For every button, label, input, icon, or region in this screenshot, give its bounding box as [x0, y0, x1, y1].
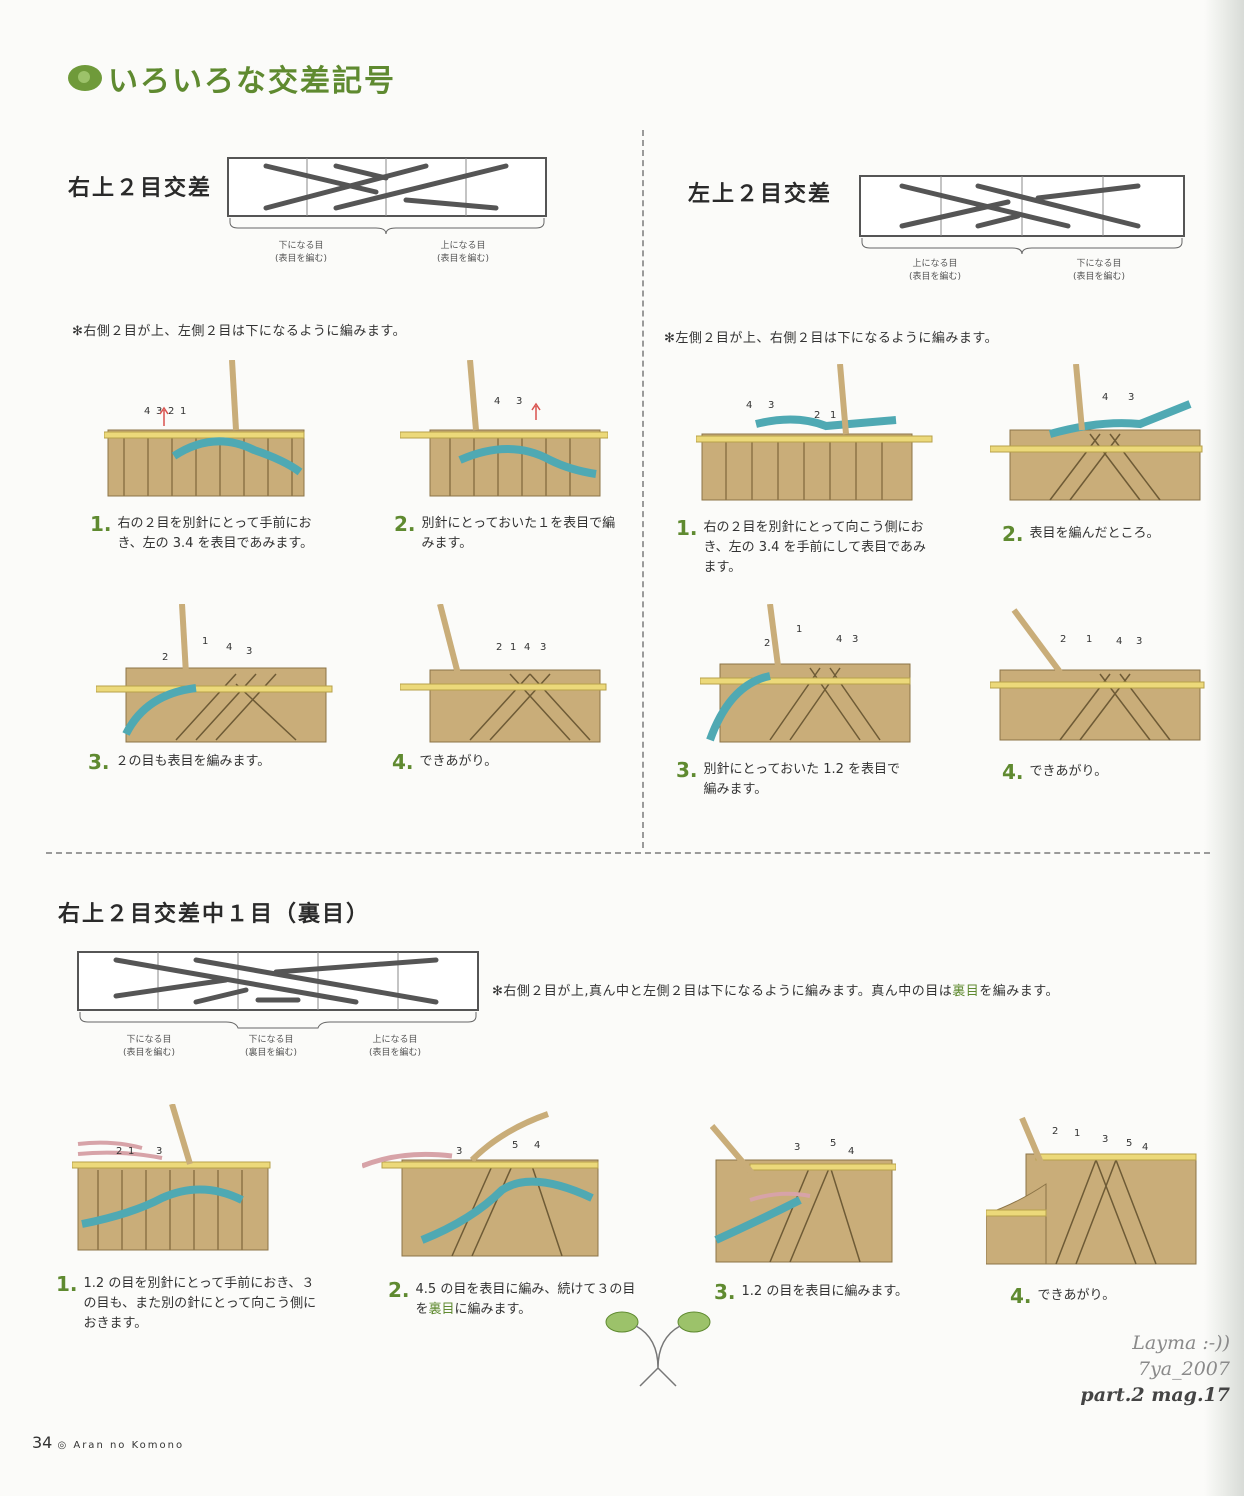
- illustration-right-over-2-step2: 4 3: [400, 360, 608, 497]
- stitch-number: 3: [156, 1146, 162, 1157]
- stitch-number: 2: [162, 652, 168, 663]
- step-caption-4: 4.できあがり。: [392, 750, 498, 774]
- asterisk-icon: ✻: [664, 331, 676, 346]
- title-bullet-icon: [68, 65, 102, 91]
- stitch-number: 5: [512, 1140, 518, 1151]
- section-note-right-over-2-center-1: ✻右側２目が上,真ん中と左側２目は下になるように編みます。真ん中の目は裏目を編み…: [492, 984, 1059, 999]
- stitch-number: 2: [116, 1146, 122, 1157]
- watermark-line: Layma :-)): [1132, 1332, 1230, 1354]
- step-caption-2: 2.表目を編んだところ。: [1002, 522, 1160, 546]
- step-caption-1: 1.1.2 の目を別針にとって手前におき、３の目も、また別の針にとって向こう側に…: [56, 1272, 317, 1331]
- stitch-number: 4: [226, 642, 232, 653]
- step-caption-3: 3.1.2 の目を表目に編みます。: [714, 1280, 909, 1304]
- illustration-right-over-2-step3: 2 1 4 3: [96, 604, 333, 743]
- illustration-center-step2: 3 5 4: [362, 1111, 599, 1257]
- stitch-number: 4: [1142, 1142, 1148, 1153]
- step-caption-2: 2.別針にとっておいた１を表目で編みます。: [394, 512, 616, 551]
- section-title-left-over-2: 左上２目交差: [688, 182, 833, 207]
- watermark-line: part.2 mag.17: [1080, 1384, 1230, 1406]
- section-note-right-over-2: ✻右側２目が上、左側２目は下になるように編みます。: [72, 324, 407, 339]
- illustration-center-step1: 2 1 3: [72, 1104, 271, 1251]
- symbol-label-under: 下になる目(表目を編む): [1072, 259, 1126, 282]
- step-caption-1: 1.右の２目を別針にとって手前におき、左の 3.4 を表目であみます。: [90, 512, 314, 551]
- stitch-number: 1: [128, 1146, 134, 1157]
- stitch-number: 3: [540, 642, 546, 653]
- illustration-right-over-2-step4: 2 1 4 3: [400, 604, 607, 743]
- step-caption-4: 4.できあがり。: [1010, 1284, 1116, 1308]
- section-title-right-over-2-center-1: 右上２目交差中１目（裏目）: [58, 902, 371, 927]
- illustration-left-over-2-step2: 4 3: [990, 364, 1203, 501]
- page-spine-shadow: [1204, 0, 1244, 1496]
- stitch-number: 3: [156, 406, 162, 417]
- stitch-number: 2: [496, 642, 502, 653]
- stitch-number: 1: [1086, 634, 1092, 645]
- page-number: 34: [32, 1433, 53, 1452]
- stitch-number: 4: [494, 396, 500, 407]
- step-caption-3: 3.２の目も表目を編みます。: [88, 750, 271, 774]
- cable-symbol-right-over-2-center-1: [77, 951, 479, 1029]
- stitch-number: 3: [1136, 636, 1142, 647]
- symbol-label-under: 下になる目(表目を編む): [122, 1035, 176, 1058]
- stitch-number: 2: [1060, 634, 1066, 645]
- illustration-center-step3: 3 5 4: [710, 1124, 896, 1263]
- vertical-divider: [642, 130, 644, 848]
- stitch-number: 2: [1052, 1126, 1058, 1137]
- stitch-number: 1: [796, 624, 802, 635]
- stitch-number: 4: [534, 1140, 540, 1151]
- step-caption-4: 4.できあがり。: [1002, 760, 1108, 784]
- page-footer: 34 ◎ Aran no Komono: [32, 1433, 185, 1452]
- cable-symbol-right-over-2: [227, 157, 547, 235]
- scan-watermark: Layma :-)) 7ya_2007 part.2 mag.17: [1080, 1330, 1230, 1408]
- stitch-number: 3: [246, 646, 252, 657]
- stitch-number: 4: [524, 642, 530, 653]
- stitch-number: 2: [764, 638, 770, 649]
- book-title: Aran no Komono: [73, 1440, 185, 1451]
- step-caption-1: 1.右の２目を別針にとって向こう側におき、左の 3.4 を手前にして表目であみま…: [676, 516, 927, 575]
- asterisk-icon: ✻: [72, 324, 84, 339]
- stitch-number: 3: [1128, 392, 1134, 403]
- stitch-number: 3: [1102, 1134, 1108, 1145]
- stitch-number: 1: [1074, 1128, 1080, 1139]
- symbol-label-over: 上になる目(表目を編む): [436, 241, 490, 264]
- stitch-number: 4: [144, 406, 150, 417]
- stitch-number: 4: [848, 1146, 854, 1157]
- stitch-number: 4: [746, 400, 752, 411]
- stitch-number: 5: [1126, 1138, 1132, 1149]
- cable-symbol-left-over-2: [859, 175, 1185, 255]
- section-title-right-over-2: 右上２目交差: [68, 176, 213, 201]
- illustration-left-over-2-step3: 2 1 4 3: [700, 604, 911, 743]
- watermark-line: 7ya_2007: [1137, 1358, 1230, 1380]
- stitch-number: 1: [180, 406, 186, 417]
- symbol-label-under-purl: 下になる目(裏目を編む): [244, 1035, 298, 1058]
- stitch-number: 4: [1116, 636, 1122, 647]
- section-note-left-over-2: ✻左側２目が上、右側２目は下になるように編みます。: [664, 331, 999, 346]
- page-title-text: いろいろな交差記号: [108, 64, 396, 99]
- stitch-number: 3: [794, 1142, 800, 1153]
- illustration-right-over-2-step1: 4 3 2 1: [104, 360, 305, 497]
- step-caption-2: 2.4.5 の目を表目に編み、続けて３の目を裏目に編みます。: [388, 1278, 636, 1317]
- symbol-label-under: 下になる目(表目を編む): [274, 241, 328, 264]
- stitch-number: 2: [168, 406, 174, 417]
- stitch-number: 3: [516, 396, 522, 407]
- stitch-number: 2: [814, 410, 820, 421]
- stitch-number: 1: [202, 636, 208, 647]
- stitch-number: 4: [836, 634, 842, 645]
- illustration-left-over-2-step1: 4 3 2 1: [696, 364, 933, 501]
- stitch-number: 1: [510, 642, 516, 653]
- stitch-number: 3: [768, 400, 774, 411]
- decorative-sprout-icon: [605, 1311, 711, 1387]
- step-caption-3: 3.別針にとっておいた 1.2 を表目で編みます。: [676, 758, 901, 797]
- asterisk-icon: ✻: [492, 984, 504, 999]
- stitch-number: 3: [852, 634, 858, 645]
- stitch-number: 1: [830, 410, 836, 421]
- stitch-number: 3: [456, 1146, 462, 1157]
- illustration-left-over-2-step4: 2 1 4 3: [990, 608, 1205, 741]
- stitch-number: 4: [1102, 392, 1108, 403]
- illustration-center-step4: 2 1 3 5 4: [986, 1116, 1197, 1265]
- horizontal-divider: [46, 852, 1210, 854]
- stitch-number: 5: [830, 1138, 836, 1149]
- symbol-label-over: 上になる目(表目を編む): [908, 259, 962, 282]
- symbol-label-over: 上になる目(表目を編む): [368, 1035, 422, 1058]
- page-title: いろいろな交差記号: [68, 58, 396, 99]
